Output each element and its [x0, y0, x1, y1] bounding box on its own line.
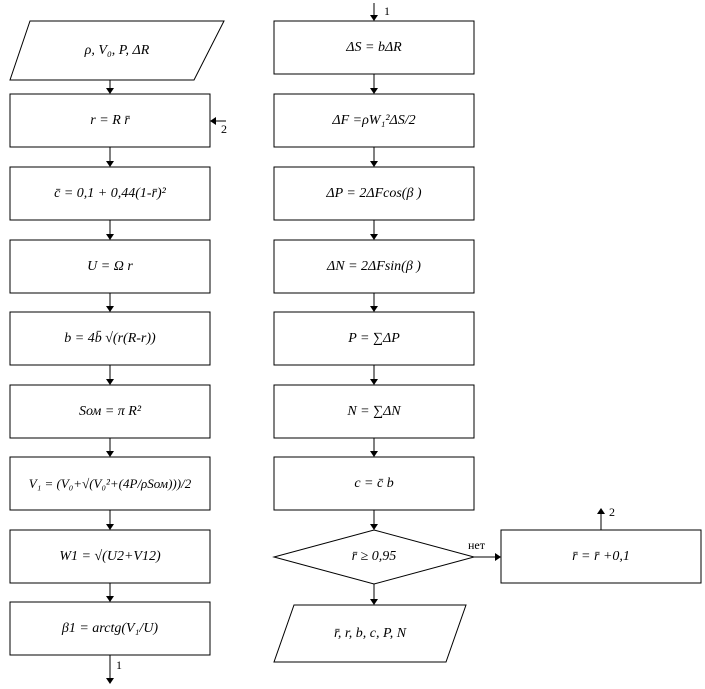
beta1-calc-box — [9, 601, 211, 656]
r-calc-text: r = R r̄ — [90, 112, 130, 128]
u-calc-box — [9, 239, 211, 294]
b-calc-text: b = 4b̄ √(r(R-r)) — [64, 330, 156, 346]
output-parallelogram — [273, 604, 467, 663]
connector-1-top-label: 1 — [384, 4, 390, 18]
dn-calc-text: ΔN = 2ΔFsin(β ) — [327, 258, 421, 274]
som-calc-box — [9, 384, 211, 439]
increment-text: r̄ = r̄ +0,1 — [572, 548, 630, 564]
beta1-calc-text: β1 = arctg(V₁/U) — [61, 620, 159, 636]
no-branch-label: нет — [468, 538, 485, 552]
input-text: ρ, V₀, P, ΔR — [84, 42, 150, 58]
som-calc-text: Sом = π R² — [78, 403, 142, 419]
v1-calc-box — [9, 456, 211, 511]
input-parallelogram — [9, 20, 225, 81]
output-text: r̄, r, b, c, P, N — [333, 625, 407, 641]
dp-calc-text: ΔP = 2ΔFcos(β ) — [326, 185, 422, 201]
right-arrows — [370, 3, 605, 605]
connector-2-in-label: 2 — [221, 122, 227, 136]
connector-2-in-arrow — [210, 117, 226, 125]
b-calc-box — [9, 311, 211, 366]
w1-calc-text: W1 = √(U2+V12) — [59, 548, 161, 564]
p-sum-text: P = ∑ΔP — [348, 330, 400, 346]
connector-2-out-label: 2 — [609, 505, 615, 519]
n-sum-text: N = ∑ΔN — [347, 403, 401, 419]
c-calc-text: c̄ = 0,1 + 0,44(1-r̄)² — [54, 185, 166, 201]
df-calc-box — [273, 93, 475, 148]
increment-box — [500, 529, 702, 584]
ds-calc-text: ΔS = bΔR — [346, 39, 402, 55]
left-arrows — [106, 80, 114, 684]
r-calc-box — [9, 93, 211, 148]
p-sum-box — [273, 311, 475, 366]
c-final-text: c = c̄ b — [354, 475, 394, 491]
connector-1-bottom-label: 1 — [116, 658, 122, 672]
n-sum-box — [273, 384, 475, 439]
u-calc-text: U = Ω r — [87, 258, 133, 274]
ds-calc-box — [273, 20, 475, 75]
w1-calc-box — [9, 529, 211, 584]
decision-text: r̄ ≥ 0,95 — [351, 549, 397, 564]
df-calc-text: ΔF =ρW₁²ΔS/2 — [332, 112, 416, 128]
v1-calc-text: V₁ = (V₀+√(V₀²+(4P/ρSом)))/2 — [28, 475, 192, 491]
